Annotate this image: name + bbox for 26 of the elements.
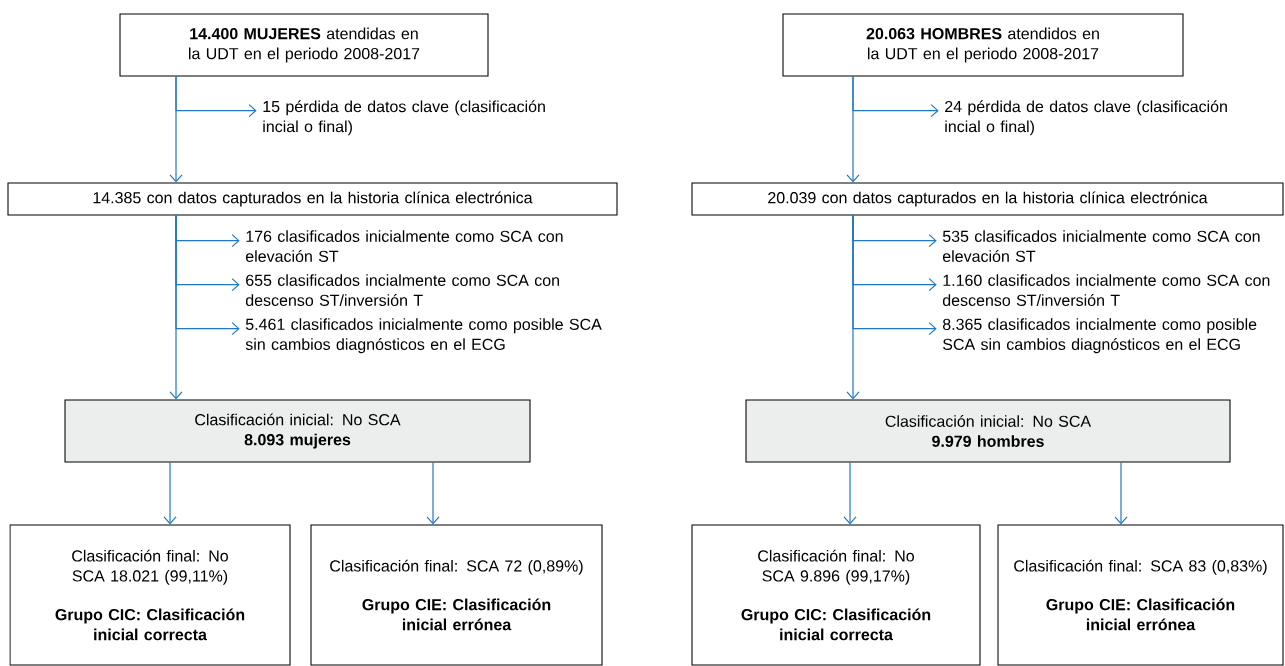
arrow: [846, 214, 860, 400]
exclusion-note: 535 clasificados inicialmente como SCA con elevación ST: [942, 230, 1260, 262]
exclusion-note: 176 clasificados inicialmente como SCA con elevación ST: [245, 230, 563, 262]
exclusion-note: 15 pérdida de datos clave (clasificación incial o final): [263, 100, 545, 136]
arrow: [169, 75, 183, 183]
arrow: [426, 461, 440, 525]
exclusion-note: 5.461 clasificados inicialmente como posible SCA sin cambios diagnósticos en el ECG: [245, 318, 602, 354]
arrow: [846, 75, 860, 183]
summary-box: Clasificación inicial: No SCA 8.093 mujeres: [64, 399, 531, 463]
summary-box: Clasificación inicial: No SCA 9.979 hombres: [745, 399, 1231, 463]
arrow: [163, 461, 177, 525]
arrow: [843, 461, 857, 525]
exclusion-note: 8.365 clasificados incialmente como posible SCA sin cambios diagnósticos en el ECG: [942, 318, 1257, 354]
outcome-box: Clasificación final: SCA 72 (0,89%) Grupo CIE: Clasificación inicial errónea: [310, 524, 603, 666]
flow-box: 20.039 con datos capturados en la historia clínica electrónica: [691, 182, 1284, 216]
outcome-box: Clasificación final: No SCA 18.021 (99,11%) Grupo CIC: Clasificación inicial correcta: [9, 524, 291, 666]
outcome-box: Clasificación final: No SCA 9.896 (99,17%) Grupo CIC: Clasificación inicial correcta: [691, 524, 981, 666]
exclusion-note: 655 clasificados incialmente como SCA con descenso ST/inversión T: [245, 274, 559, 306]
flow-box: 20.063 HOMBRES atendidos en la UDT en el periodo 2008-2017: [782, 13, 1184, 77]
arrow: [169, 214, 183, 400]
exclusion-note: 1.160 clasificados incialmente como SCA con descenso ST/inversión T: [942, 274, 1270, 306]
outcome-box: Clasificación final: SCA 83 (0,83%) Grupo CIE: Clasificación inicial errónea: [997, 524, 1284, 666]
flow-box: 14.400 MUJERES atendidas en la UDT en el periodo 2008-2017: [119, 13, 489, 77]
exclusion-note: 24 pérdida de datos clave (clasificación incial o final): [945, 100, 1227, 136]
flow-box: 14.385 con datos capturados en la historia clínica electrónica: [7, 182, 618, 216]
arrow: [1114, 461, 1128, 525]
